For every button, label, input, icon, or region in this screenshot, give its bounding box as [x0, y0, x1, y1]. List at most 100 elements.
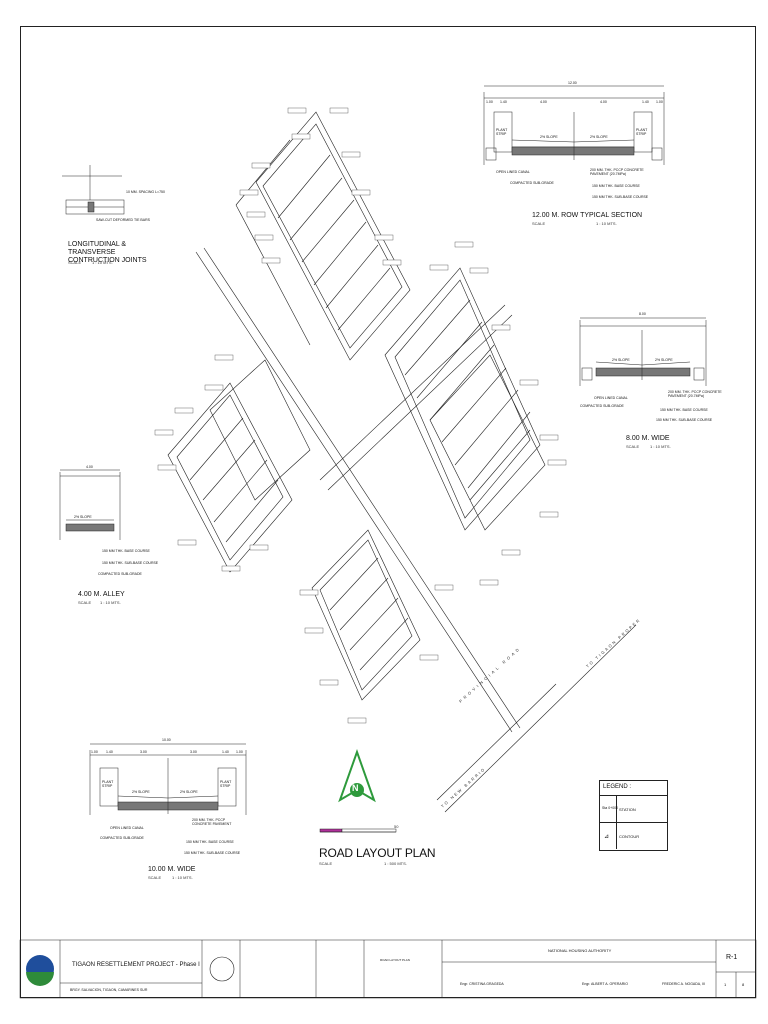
section-12-scale-label: SCALE [532, 221, 546, 226]
sheet-title: ROAD LAYOUT PLAN [380, 958, 410, 962]
block-a [235, 111, 411, 361]
section-10-dim: 1.00 [91, 750, 98, 754]
sheet-of-total: 8 [742, 982, 745, 987]
section-12-callout: OPEN LINED CANAL [496, 170, 530, 174]
section-8-callout: OPEN LINED CANAL [594, 396, 628, 400]
main-road-edge [195, 251, 513, 733]
station-tags [154, 107, 567, 724]
section-12-drawing [483, 85, 665, 165]
section-10-dim: 3.00 [190, 750, 197, 754]
section-4-overall-dim: 4.00 [86, 465, 93, 469]
section-8-drawing [579, 317, 707, 386]
section-4-drawing [59, 469, 121, 540]
section-4-title: 4.00 M. ALLEY [78, 591, 125, 598]
legend-box: LEGEND : Sta 0+000 STATION ⊿ CONTOUR [599, 780, 668, 851]
joints-scale-value: 1 : 10 MTS. [92, 260, 113, 265]
section-12-callout: 200 MM. THK. PCCP CONCRETE PAVEMENT (20.… [590, 168, 644, 176]
section-8-overall-dim: 8.00 [639, 312, 646, 316]
section-8-slope: 2% SLOPE [612, 358, 630, 362]
section-10-slope: 2% SLOPE [180, 790, 198, 794]
section-12-dim: 4.00 [600, 100, 607, 104]
north-arrow-drawing [338, 749, 376, 803]
signatory: FREDERIC A. NOGADA, III [662, 982, 705, 986]
block-b [384, 267, 546, 531]
section-8-scale-label: SCALE [626, 444, 640, 449]
section-10-overall-dim: 10.00 [162, 738, 171, 742]
section-4-scale-label: SCALE [78, 600, 92, 605]
section-10-slope: 2% SLOPE [132, 790, 150, 794]
joints-scale-label: SCALE [68, 260, 82, 265]
block-d [311, 529, 421, 701]
section-10-callout: COMPACTED SUB-GRADE [100, 836, 144, 840]
drawing-sheet [20, 26, 756, 998]
section-10-callout: 150 MM THK. SUB-BASE COURSE [184, 851, 241, 855]
section-12-title: 12.00 M. ROW TYPICAL SECTION [532, 212, 643, 219]
joints-note: 10 MM. SPACING L=750 [126, 190, 165, 194]
road-plan-scale-value: 1 : 500 MTS. [384, 861, 407, 866]
section-12-dim: 1.00 [656, 100, 663, 104]
section-12-dim: 4.00 [540, 100, 547, 104]
section-8-callout: COMPACTED SUB-GRADE [580, 404, 624, 408]
scale-bar-end: 50 [394, 824, 399, 829]
north-letter: N [352, 783, 359, 793]
section-10-scale-label: SCALE [148, 875, 162, 880]
section-10-callout: 200 MM. THK. PCCP CONCRETE PAVEMENT [192, 818, 232, 826]
section-12-slope: 2% SLOPE [540, 135, 558, 139]
signatory: Engr. ALBERT A. OPERARIO [582, 982, 628, 986]
section-10-dim: 1.00 [236, 750, 243, 754]
main-road-edge [203, 247, 521, 729]
section-10-scale-value: 1 : 10 MTS. [172, 875, 193, 880]
section-12-overall-dim: 12.00 [568, 81, 577, 85]
section-10-callout: 150 MM THK. BASE COURSE [186, 840, 234, 844]
section-10-dim: 1.40 [222, 750, 229, 754]
section-8-slope: 2% SLOPE [655, 358, 673, 362]
section-8-scale-value: 1 : 10 MTS. [650, 444, 671, 449]
title-block-lines [19, 939, 757, 999]
project-title: TIGAON RESETTLEMENT PROJECT - Phase I [72, 962, 200, 968]
cross-road-edge [327, 314, 513, 491]
contour-icon: ⊿ [604, 834, 610, 840]
section-12-scale-value: 1 : 10 MTS. [596, 221, 617, 226]
legend-title: LEGEND : [603, 784, 632, 790]
section-4-callout: 150 MM THK. BASE COURSE [102, 549, 150, 553]
joints-title: LONGITUDINAL & TRANSVERSE CONTRUCTION JO… [68, 241, 147, 264]
section-10-plant-strip: PLANT STRIP [220, 780, 232, 788]
joints-note: SAW-CUT DEFORMED TIE BARS [96, 218, 150, 222]
legend-label-contour: CONTOUR [619, 834, 640, 839]
section-10-drawing [89, 743, 247, 815]
lower-road-edge [444, 624, 637, 813]
section-12-slope: 2% SLOPE [590, 135, 608, 139]
section-12-plant-strip: PLANT STRIP [636, 128, 648, 136]
lower-road-edge [436, 683, 557, 801]
joints-drawing [62, 165, 125, 215]
section-8-callout: 150 MM THK. SUB-BASE COURSE [656, 418, 713, 422]
block-c [167, 359, 311, 573]
section-4-callout: COMPACTED SUB-GRADE [98, 572, 142, 576]
legend-label-station: STATION [619, 807, 636, 812]
section-10-callout: OPEN LINED CANAL [110, 826, 144, 830]
section-10-dim: 3.00 [140, 750, 147, 754]
section-12-callout: 150 MM THK. SUB-BASE COURSE [592, 195, 649, 199]
road-plan-scale-label: SCALE [319, 861, 333, 866]
legend-symbol-station: Sta 0+000 [602, 806, 619, 810]
cross-road-edge [319, 304, 506, 481]
section-12-plant-strip: PLANT STRIP [496, 128, 508, 136]
section-4-scale-value: 1 : 10 MTS. [100, 600, 121, 605]
section-12-callout: 150 MM THK. BASE COURSE [592, 184, 640, 188]
sheet-of-current: 1 [724, 982, 727, 987]
section-10-dim: 1.40 [106, 750, 113, 754]
road-plan-title: ROAD LAYOUT PLAN [319, 846, 436, 860]
nha-logo-drawing [26, 955, 235, 986]
signatory: Engr. CRISTINA GRAGEDA [460, 982, 504, 986]
section-12-dim: 1.40 [642, 100, 649, 104]
section-10-title: 10.00 M. WIDE [148, 866, 196, 873]
section-8-title: 8.00 M. WIDE [626, 435, 670, 442]
section-12-dim: 1.40 [500, 100, 507, 104]
section-10-plant-strip: PLANT STRIP [102, 780, 114, 788]
scale-bar [319, 828, 397, 833]
section-4-callout: 150 MM THK. SUB-BASE COURSE [102, 561, 159, 565]
project-location: BRGY. SALVACION, TIGAON, CAMARINES SUR [70, 988, 148, 992]
agency-name: NATIONAL HOUSING AUTHORITY [548, 948, 612, 953]
section-8-callout: 200 MM. THK. PCCP CONCRETE PAVEMENT (20.… [668, 390, 722, 398]
